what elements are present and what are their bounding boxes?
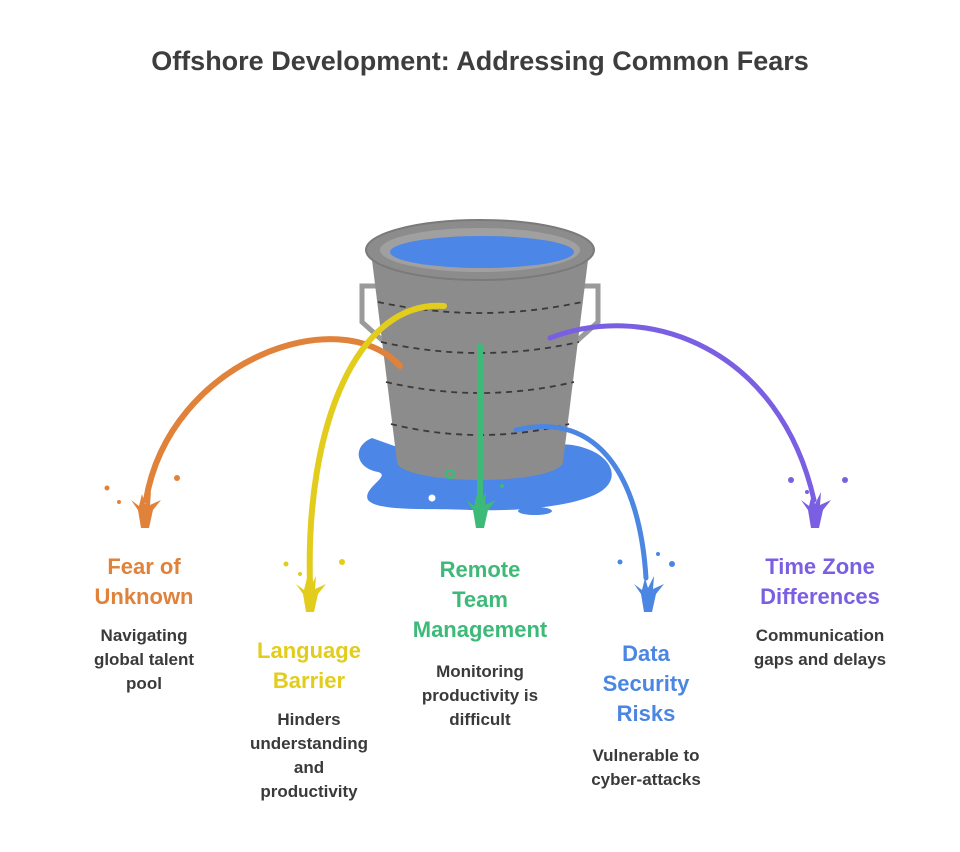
bucket-handle [359,283,601,343]
bucket-rim [365,219,595,281]
fear-description-language-barrier: Hinders understanding and productivity [249,710,369,801]
fear-heading-remote-team-management: Remote Team Management [412,557,548,642]
fear-heading-fear-of-unknown: Fear of Unknown [94,554,194,609]
leak-stream-language-barrier [306,302,447,588]
fear-heading-data-security-risks: Data Security Risks [602,641,690,726]
fear-description-data-security-risks: Vulnerable to cyber-attacks [591,746,701,789]
fear-heading-time-zone-differences: Time Zone Differences [760,554,880,609]
splash-language-barrier [283,559,345,612]
fear-heading-language-barrier: Language Barrier [257,638,361,693]
leak-stream-fear-of-unknown [143,336,403,503]
bucket-water [390,236,574,268]
splash-time-zone-differences [788,477,848,528]
leak-stream-time-zone-differences [547,323,817,503]
fear-description-fear-of-unknown: Navigating global talent pool [93,626,195,693]
leak-stream-data-security-risks [513,424,649,581]
fear-description-remote-team-management: Monitoring productivity is difficult [421,662,539,729]
page-title: Offshore Development: Addressing Common … [151,46,809,76]
splash-data-security-risks [617,552,675,612]
fear-description-time-zone-differences: Communication gaps and delays [753,626,887,669]
splash-remote-team-management [444,468,504,528]
splash-fear-of-unknown [104,475,180,528]
